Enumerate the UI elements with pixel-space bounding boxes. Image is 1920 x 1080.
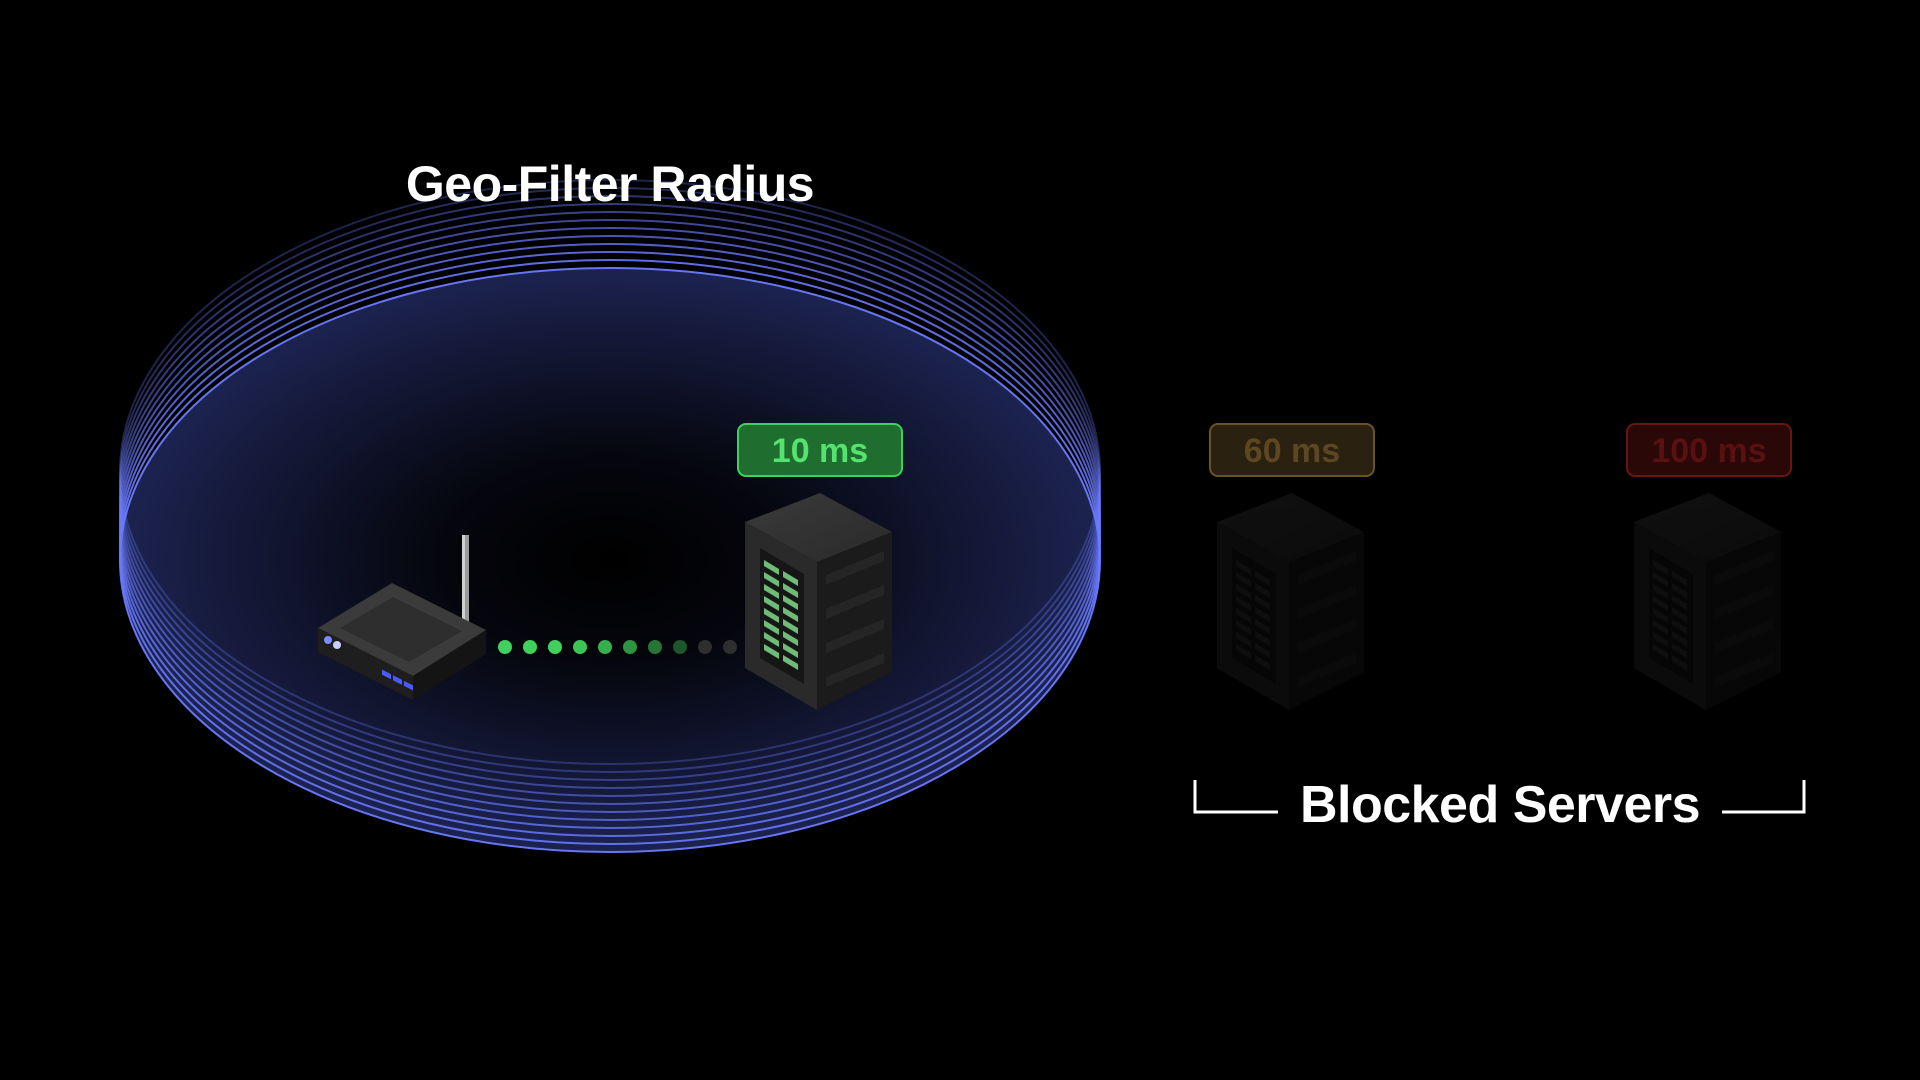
- latency-badge: 10 ms: [737, 423, 903, 477]
- latency-badge: 100 ms: [1626, 423, 1792, 477]
- connection-dot: [623, 640, 637, 654]
- connection-dot: [598, 640, 612, 654]
- connection-dot: [673, 640, 687, 654]
- server-rack-2: 60 ms: [1209, 423, 1375, 710]
- connection-dot: [573, 640, 587, 654]
- server-rack-icon: [745, 493, 892, 710]
- latency-value: 10 ms: [772, 432, 868, 470]
- connection-dot: [498, 640, 512, 654]
- latency-value: 100 ms: [1651, 432, 1766, 470]
- diagram-title: Geo-Filter Radius: [405, 156, 815, 212]
- router-icon: [318, 535, 486, 700]
- blocked-servers-label: Blocked Servers: [1299, 776, 1701, 834]
- latency-value: 60 ms: [1244, 432, 1340, 470]
- server-rack-1: 10 ms: [737, 423, 903, 710]
- geo-filter-radius-disc: [119, 179, 1101, 853]
- connection-path: [498, 640, 737, 654]
- server-rack-icon: [1217, 493, 1364, 710]
- connection-dot: [698, 640, 712, 654]
- connection-dot: [648, 640, 662, 654]
- connection-dot: [548, 640, 562, 654]
- latency-badge: 60 ms: [1209, 423, 1375, 477]
- blocked-bracket: [1193, 780, 1806, 814]
- connection-dot: [523, 640, 537, 654]
- server-rack-icon: [1634, 493, 1781, 710]
- server-rack-3: 100 ms: [1626, 423, 1792, 710]
- connection-dot: [723, 640, 737, 654]
